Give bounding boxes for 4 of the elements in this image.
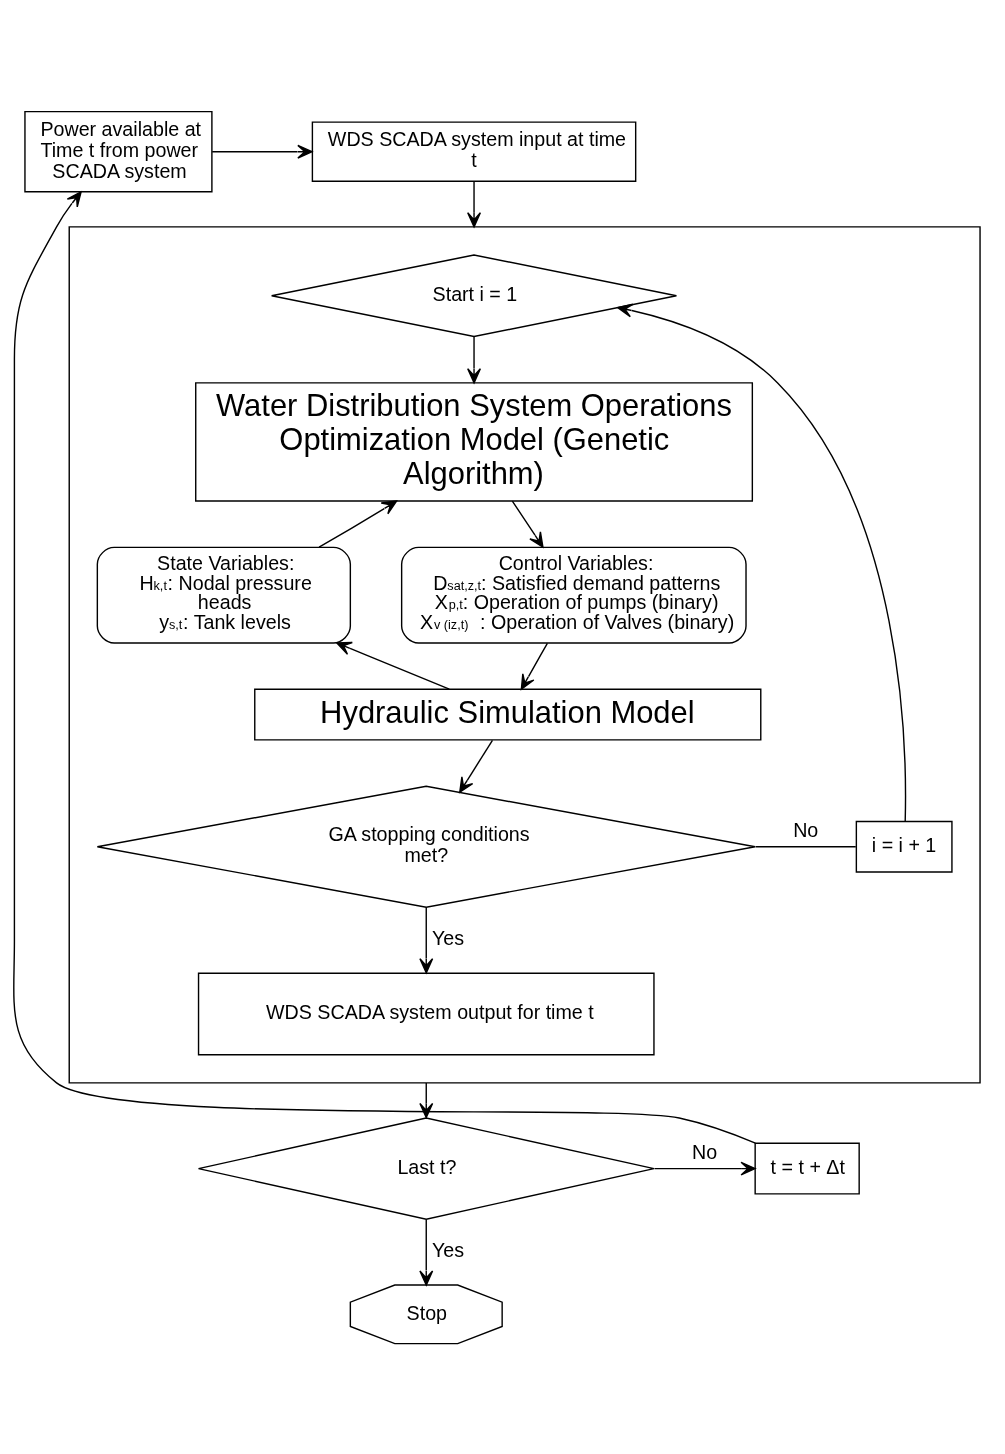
edge-label: No [793, 818, 819, 841]
edge-label: Yes [431, 926, 465, 949]
edge-label: No [691, 1140, 718, 1163]
edge-label: Yes [431, 1238, 465, 1261]
